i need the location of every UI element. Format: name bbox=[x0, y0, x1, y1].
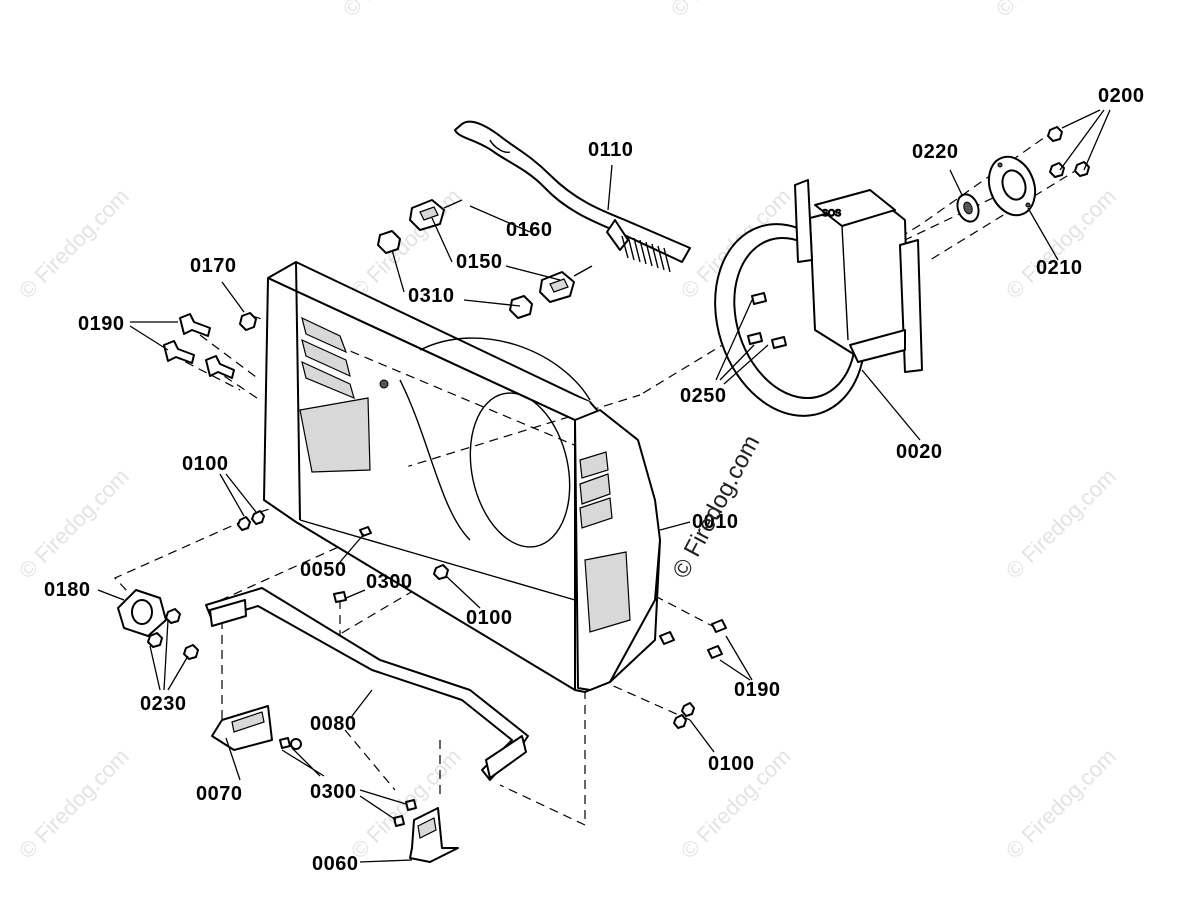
part-0110-crank-rod bbox=[454, 120, 691, 273]
rod-spring-coil bbox=[621, 235, 671, 273]
callout-0010: 0010 bbox=[692, 511, 739, 533]
callout-0160: 0160 bbox=[506, 219, 553, 241]
callout-0300: 0300 bbox=[310, 781, 357, 803]
callout-0190: 0190 bbox=[78, 313, 125, 335]
part-0170-nut bbox=[239, 312, 257, 331]
part-0230-nuts bbox=[147, 608, 199, 660]
callout-0230: 0230 bbox=[140, 693, 187, 715]
watermark-center-text: © Firedog.com bbox=[667, 431, 765, 583]
part-0220-bearing bbox=[956, 193, 980, 223]
housing-side-slots-left bbox=[299, 316, 371, 473]
watermark-layer: © Firedog.com © Firedog.com © Firedog.co… bbox=[14, 0, 1121, 864]
part-0210-flange bbox=[987, 155, 1037, 217]
bolt-set-0250 bbox=[747, 292, 787, 349]
leader-lines bbox=[97, 109, 1111, 863]
callout-0300: 0300 bbox=[366, 571, 413, 593]
small-hardware bbox=[237, 510, 727, 827]
part-0160-screws bbox=[443, 199, 593, 277]
part-0200-nuts bbox=[1047, 126, 1090, 178]
callout-0100: 0100 bbox=[466, 607, 513, 629]
part-0150-clips bbox=[409, 199, 575, 303]
part-0060-skid-shoe bbox=[409, 807, 459, 863]
callout-0100: 0100 bbox=[708, 753, 755, 775]
part-stamp: SOS bbox=[822, 208, 841, 218]
watermark-text: © Firedog.com bbox=[666, 0, 786, 22]
part-0080-scraper-bar bbox=[205, 587, 529, 781]
part-0010-auger-housing bbox=[263, 261, 661, 693]
watermark-text: © Firedog.com bbox=[1001, 464, 1121, 584]
callout-0100: 0100 bbox=[182, 453, 229, 475]
callout-0110: 0110 bbox=[588, 139, 633, 161]
callout-0170: 0170 bbox=[190, 255, 237, 277]
part-0070-skid-shoe bbox=[211, 705, 273, 751]
callout-labels: 0200 0110 0220 0160 0150 0170 0310 0210 … bbox=[44, 85, 1145, 875]
part-0180-bearing-flange bbox=[117, 589, 167, 637]
watermark-text: © Firedog.com bbox=[991, 0, 1111, 22]
callout-0150: 0150 bbox=[456, 251, 503, 273]
housing-side-slots-right bbox=[579, 451, 631, 633]
callout-0220: 0220 bbox=[912, 141, 959, 163]
callout-0050: 0050 bbox=[300, 559, 347, 581]
part-0310-nuts bbox=[377, 230, 533, 319]
watermark-text: © Firedog.com bbox=[14, 744, 134, 864]
callout-0190: 0190 bbox=[734, 679, 781, 701]
callout-0070: 0070 bbox=[196, 783, 243, 805]
watermark-text: © Firedog.com bbox=[14, 184, 134, 304]
part-0020-chute-housing: SOS bbox=[714, 179, 923, 417]
callout-0180: 0180 bbox=[44, 579, 91, 601]
callout-0060: 0060 bbox=[312, 853, 359, 875]
callout-0080: 0080 bbox=[310, 713, 357, 735]
callout-0020: 0020 bbox=[896, 441, 943, 463]
callout-0210: 0210 bbox=[1036, 257, 1083, 279]
callout-0200: 0200 bbox=[1098, 85, 1145, 107]
callout-0250: 0250 bbox=[680, 385, 727, 407]
watermark-text: © Firedog.com bbox=[338, 0, 458, 22]
watermark-text: © Firedog.com bbox=[1001, 744, 1121, 864]
part-0190-bolts-upper bbox=[163, 313, 235, 379]
watermark-text: © Firedog.com bbox=[14, 464, 134, 584]
callout-0310: 0310 bbox=[408, 285, 455, 307]
